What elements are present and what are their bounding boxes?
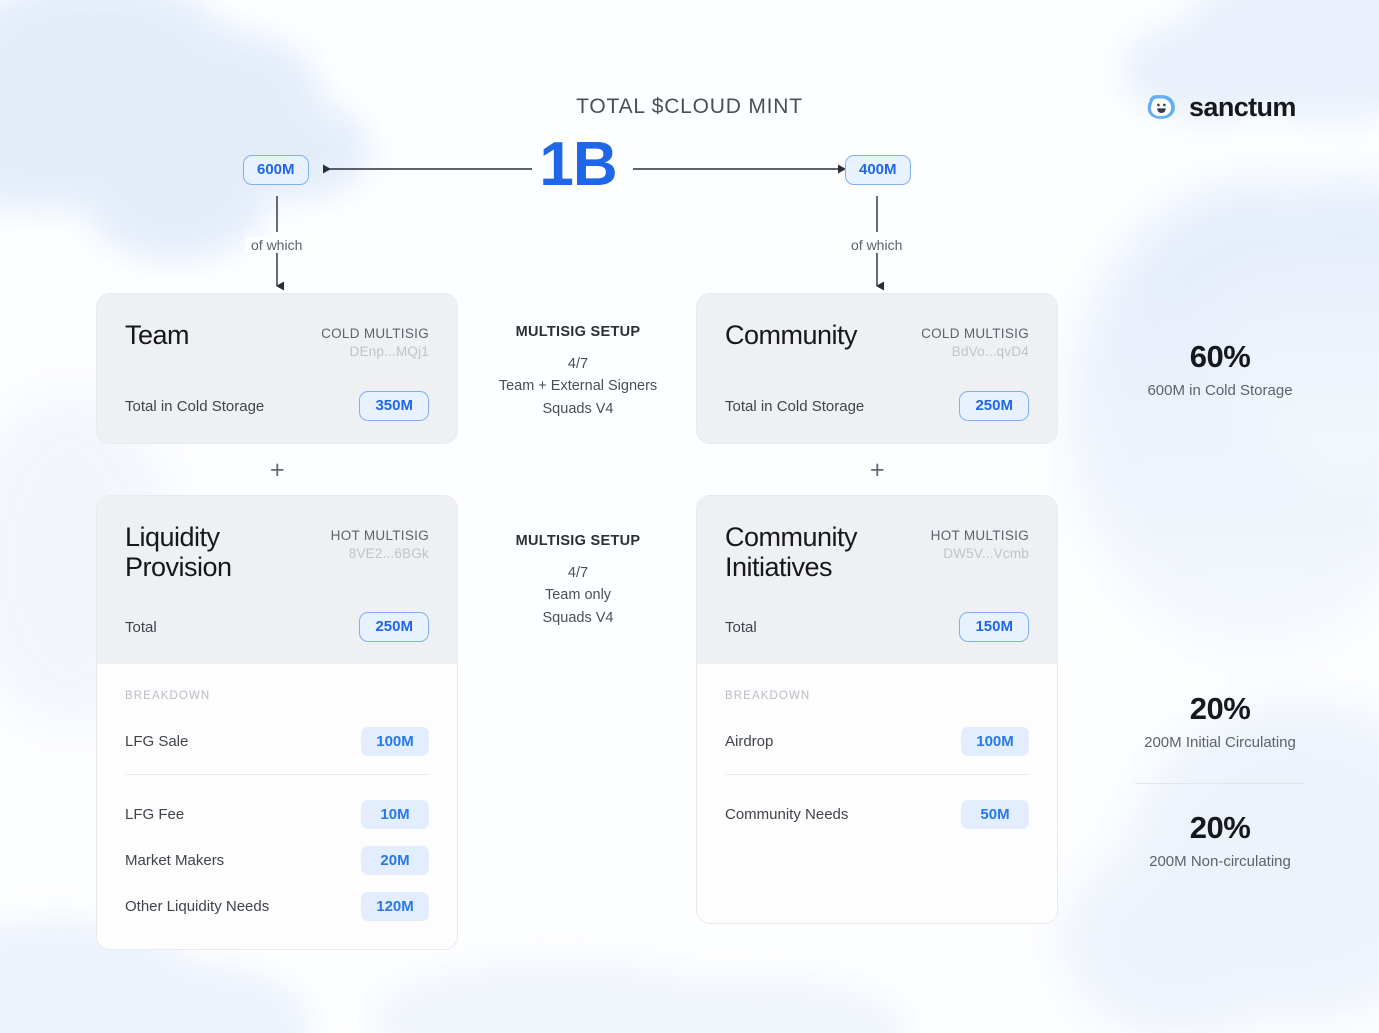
stat-subtitle: 600M in Cold Storage xyxy=(1147,382,1293,400)
card-total-label: Total in Cold Storage xyxy=(725,397,865,415)
breakdown-row-label: Community Needs xyxy=(725,805,849,823)
multisig-setup-title: MULTISIG SETUP xyxy=(515,324,641,340)
total-mint-value: 1B xyxy=(539,130,617,199)
breakdown-row: Other Liquidity Needs 120M xyxy=(125,889,429,923)
multisig-setup-signers: Team + External Signers xyxy=(498,378,658,395)
stat-percent: 20% xyxy=(1189,810,1251,845)
stat-subtitle: 200M Non-circulating xyxy=(1149,853,1291,871)
card-breakdown: BREAKDOWN LFG Sale 100M LFG Fee 10M Mark… xyxy=(97,664,457,950)
card-breakdown: BREAKDOWN Airdrop 100M Community Needs 5… xyxy=(697,664,1057,924)
multisig-address[interactable]: DW5V...Vcmb xyxy=(943,546,1029,562)
stat-subtitle: 200M Initial Circulating xyxy=(1144,734,1296,752)
breakdown-row-value: 100M xyxy=(961,726,1029,756)
card-header: Community Initiatives HOT MULTISIG DW5V.… xyxy=(697,496,1057,665)
card-total-label: Total in Cold Storage xyxy=(125,397,265,415)
breakdown-row-value: 120M xyxy=(361,891,429,921)
multisig-info: COLD MULTISIG BdVo...qvD4 xyxy=(921,320,1029,361)
card-total-badge: 250M xyxy=(359,612,429,643)
breakdown-row: Community Needs 50M xyxy=(725,797,1029,831)
card-total-row: Total in Cold Storage 250M xyxy=(725,391,1029,422)
multisig-setup-platform: Squads V4 xyxy=(542,400,614,417)
multisig-setup-threshold: 4/7 xyxy=(567,565,589,581)
card-total-label: Total xyxy=(125,618,157,636)
brand-logo: sanctum xyxy=(1146,90,1296,124)
multisig-setup-title: MULTISIG SETUP xyxy=(515,533,641,549)
multisig-setup-cold: MULTISIG SETUP 4/7 Team + External Signe… xyxy=(483,324,673,420)
stat-initial-circulating: 20% 200M Initial Circulating xyxy=(1090,691,1350,752)
stat-non-circulating: 20% 200M Non-circulating xyxy=(1090,810,1350,871)
card-header: Community COLD MULTISIG BdVo...qvD4 Tota… xyxy=(697,294,1057,444)
multisig-kind: HOT MULTISIG xyxy=(930,528,1029,543)
plus-connector-left: + xyxy=(270,456,285,484)
breakdown-row-label: Market Makers xyxy=(125,851,225,869)
stat-percent: 60% xyxy=(1189,339,1251,374)
multisig-setup-platform: Squads V4 xyxy=(542,609,614,626)
multisig-address[interactable]: BdVo...qvD4 xyxy=(951,344,1029,360)
breakdown-row: Market Makers 20M xyxy=(125,843,429,877)
card-total-badge: 150M xyxy=(959,612,1029,643)
plus-connector-right: + xyxy=(870,456,885,484)
breakdown-row-label: LFG Fee xyxy=(125,805,185,823)
multisig-setup-hot: MULTISIG SETUP 4/7 Team only Squads V4 xyxy=(483,533,673,629)
breakdown-row-value: 50M xyxy=(961,799,1029,829)
multisig-setup-threshold: 4/7 xyxy=(567,356,589,372)
brand-name: sanctum xyxy=(1189,91,1296,122)
multisig-kind: HOT MULTISIG xyxy=(330,528,429,543)
multisig-address[interactable]: 8VE2...6BGk xyxy=(348,546,429,562)
stat-percent: 20% xyxy=(1189,691,1251,726)
multisig-info: HOT MULTISIG 8VE2...6BGk xyxy=(331,522,429,563)
breakdown-row: Airdrop 100M xyxy=(725,724,1029,758)
breakdown-row: LFG Fee 10M xyxy=(125,797,429,831)
breakdown-row-label: Other Liquidity Needs xyxy=(125,897,270,915)
multisig-kind: COLD MULTISIG xyxy=(921,326,1029,341)
card-total-row: Total 250M xyxy=(125,612,429,643)
card-total-badge: 250M xyxy=(959,391,1029,422)
breakdown-row-value: 20M xyxy=(361,845,429,875)
breakdown-row: LFG Sale 100M xyxy=(125,724,429,758)
breakdown-divider xyxy=(125,774,429,776)
card-title: Community xyxy=(725,320,858,350)
card-liquidity-provision[interactable]: Liquidity Provision HOT MULTISIG 8VE2...… xyxy=(96,495,458,951)
card-total-row: Total 150M xyxy=(725,612,1029,643)
breakdown-row-label: LFG Sale xyxy=(125,732,189,750)
card-total-badge: 350M xyxy=(359,391,429,422)
card-header: Liquidity Provision HOT MULTISIG 8VE2...… xyxy=(97,496,457,665)
card-title: Liquidity Provision xyxy=(125,522,232,583)
card-title: Team xyxy=(125,320,190,350)
breakdown-row-value: 10M xyxy=(361,799,429,829)
card-team[interactable]: Team COLD MULTISIG DEnp...MQj1 Total in … xyxy=(96,293,458,445)
breakdown-row-label: Airdrop xyxy=(725,732,774,750)
multisig-address[interactable]: DEnp...MQj1 xyxy=(349,344,429,360)
split-badge-600m: 600M xyxy=(243,155,309,185)
multisig-kind: COLD MULTISIG xyxy=(321,326,429,341)
card-total-label: Total xyxy=(725,618,757,636)
of-which-label-right: of which xyxy=(845,237,909,253)
card-title: Community Initiatives xyxy=(725,522,858,583)
stat-divider xyxy=(1135,783,1305,784)
breakdown-label: BREAKDOWN xyxy=(725,690,811,703)
breakdown-divider xyxy=(725,774,1029,776)
stat-cold-storage: 60% 600M in Cold Storage xyxy=(1090,339,1350,400)
card-community-initiatives[interactable]: Community Initiatives HOT MULTISIG DW5V.… xyxy=(696,495,1058,925)
breakdown-row-value: 100M xyxy=(361,726,429,756)
multisig-info: COLD MULTISIG DEnp...MQj1 xyxy=(321,320,429,361)
card-community[interactable]: Community COLD MULTISIG BdVo...qvD4 Tota… xyxy=(696,293,1058,445)
split-badge-400m: 400M xyxy=(845,155,911,185)
sanctum-cloud-face-icon xyxy=(1147,95,1175,119)
multisig-info: HOT MULTISIG DW5V...Vcmb xyxy=(931,522,1029,563)
breakdown-label: BREAKDOWN xyxy=(125,690,211,703)
card-header: Team COLD MULTISIG DEnp...MQj1 Total in … xyxy=(97,294,457,444)
of-which-label-left: of which xyxy=(245,237,309,253)
multisig-setup-signers: Team only xyxy=(544,587,612,604)
page-title-text: TOTAL $CLOUD MINT xyxy=(576,95,803,118)
card-total-row: Total in Cold Storage 350M xyxy=(125,391,429,422)
